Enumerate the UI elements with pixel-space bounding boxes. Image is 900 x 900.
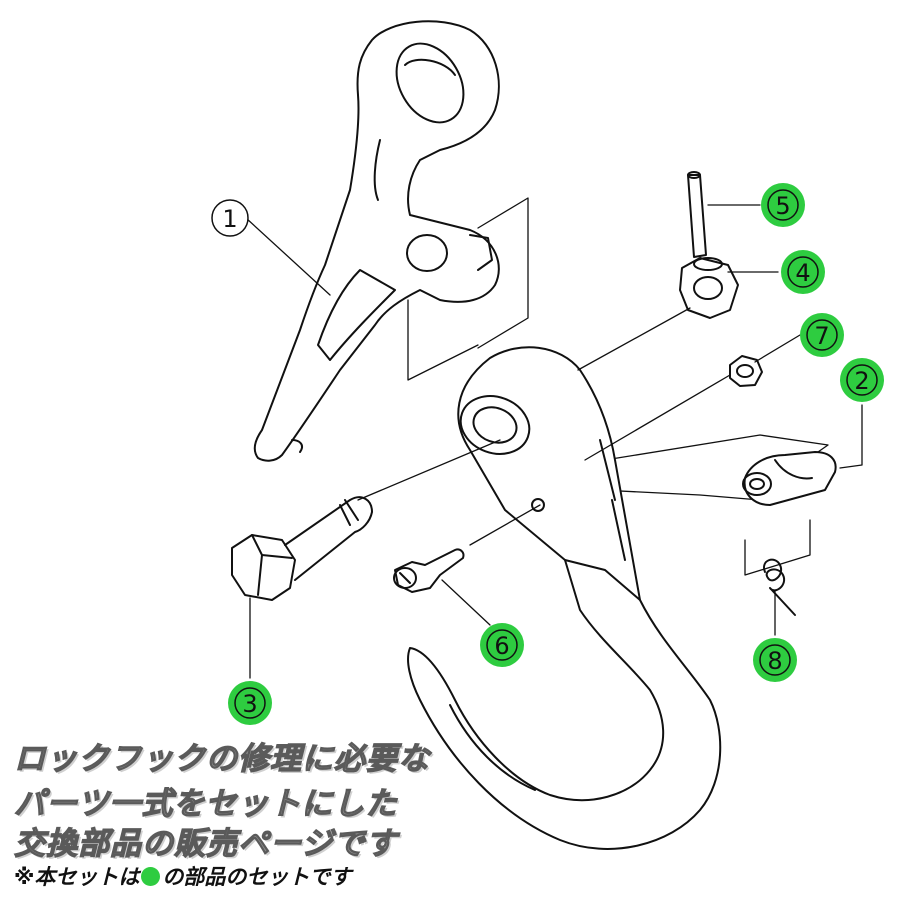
hook-body-part bbox=[407, 346, 722, 850]
callout-ring bbox=[806, 319, 838, 351]
note-suffix: の部品のセットです bbox=[162, 865, 352, 889]
set-note: ※本セットはの部品のセットです bbox=[14, 861, 351, 891]
callout-5: 5 bbox=[761, 183, 805, 227]
callout-ring bbox=[787, 256, 819, 288]
latch-lever-part bbox=[253, 20, 500, 462]
callout-8: 8 bbox=[753, 638, 797, 682]
caption-line-1: ロックフックの修理に必要な bbox=[13, 740, 430, 777]
latch-piece-part bbox=[742, 451, 837, 506]
callout-label: 2 bbox=[854, 367, 869, 395]
callout-1: 1 bbox=[211, 199, 249, 237]
callout-label: 1 bbox=[222, 205, 237, 233]
callout-group: 1 2 3 4 5 6 7 8 bbox=[211, 183, 884, 725]
callout-ring bbox=[846, 364, 878, 396]
callout-ring bbox=[234, 687, 266, 719]
caption-line-3: 交換部品の販売ページです bbox=[13, 825, 398, 862]
nut-part bbox=[679, 257, 739, 319]
callout-label: 7 bbox=[814, 322, 829, 350]
callout-7: 7 bbox=[800, 313, 844, 357]
note-prefix: ※本セットは bbox=[14, 865, 140, 889]
callout-label: 4 bbox=[795, 259, 810, 287]
callout-4: 4 bbox=[781, 250, 825, 294]
callout-circle bbox=[211, 199, 249, 237]
leader-lines bbox=[245, 204, 863, 679]
pin-part bbox=[687, 171, 707, 258]
socket-screw-part bbox=[393, 548, 465, 593]
callout-ring bbox=[486, 629, 518, 661]
callout-label: 3 bbox=[242, 690, 257, 718]
callout-2: 2 bbox=[840, 358, 884, 402]
caption-line-2: パーツ一式をセットにした bbox=[13, 785, 398, 822]
callout-3: 3 bbox=[228, 681, 272, 725]
bolt-part bbox=[231, 496, 373, 601]
callout-ring bbox=[759, 644, 791, 676]
callout-6: 6 bbox=[480, 623, 524, 667]
green-dot-icon bbox=[141, 867, 161, 886]
callout-label: 5 bbox=[775, 192, 790, 220]
small-nut-part bbox=[729, 355, 763, 387]
callout-ring bbox=[767, 189, 799, 221]
callout-label: 8 bbox=[767, 647, 782, 675]
spring-part bbox=[763, 558, 796, 616]
callout-label: 6 bbox=[494, 632, 509, 660]
